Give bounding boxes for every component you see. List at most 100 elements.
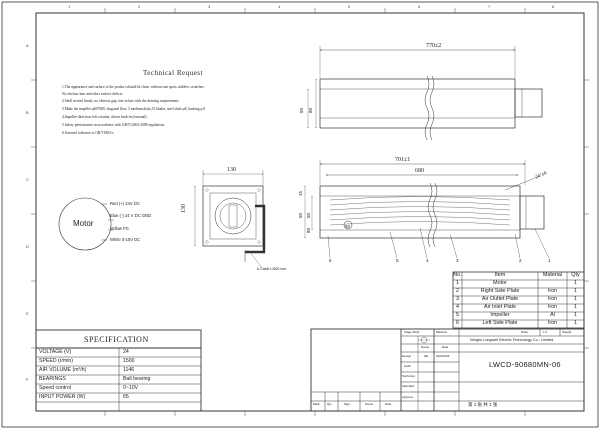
bom-row-qty: 1 xyxy=(574,296,577,302)
drawing-number: LWCD-90680MN-06 xyxy=(489,360,561,369)
bom-header-item: Item xyxy=(494,272,506,278)
balloon-6: 6 xyxy=(329,258,332,263)
technical-request-item: 4.Impeller direction: left rotation, sle… xyxy=(62,115,148,119)
grid-row-c: C xyxy=(26,177,29,182)
grid-col-3: 3 xyxy=(208,4,211,9)
grid-row-f: F xyxy=(26,377,29,382)
top-view-housing xyxy=(319,78,516,129)
spec-label: Speed control xyxy=(39,385,72,391)
balloon-3: 3 xyxy=(456,258,459,263)
leader-lines xyxy=(327,227,550,259)
balloon-1: 1 xyxy=(548,258,551,263)
end-view xyxy=(194,170,266,269)
spec-label: INPUT POWER (W) xyxy=(39,394,86,400)
company-name: Ningbo Longwell Electric Technology Co.,… xyxy=(470,338,554,342)
bom-row-qty: 1 xyxy=(574,280,577,286)
cable-label: 6 Cable L/500 mm xyxy=(257,267,287,271)
bom-row-qty: 1 xyxy=(574,288,577,294)
rev-header-name: Name xyxy=(365,402,374,406)
grid-ticks xyxy=(31,8,589,416)
standard-label: Standard xyxy=(402,384,415,388)
front-view-motor xyxy=(519,195,545,230)
front-view-overall-dim: 701±1 xyxy=(395,157,411,163)
motor-label: Motor xyxy=(73,219,94,228)
design-label: Design xyxy=(402,354,412,358)
balloon-2: 2 xyxy=(519,258,522,263)
front-view-side-dim: 80 xyxy=(306,227,311,233)
grid-row-a: A xyxy=(26,43,29,48)
material-label: Material xyxy=(436,330,447,334)
rev-header-mark: Mark xyxy=(313,402,320,406)
balloon-5: 5 xyxy=(396,258,399,263)
bom-row-no: 4 xyxy=(456,304,459,310)
top-view xyxy=(307,46,543,141)
impeller-blades xyxy=(329,196,511,226)
grid-col-7: 7 xyxy=(488,4,491,9)
top-view-side-dim: 50 xyxy=(299,107,304,113)
bom-row-material: Iron xyxy=(547,296,558,302)
bom-row-item: Air Outlet Plate xyxy=(481,296,519,302)
end-plate xyxy=(202,185,264,247)
spec-label: SPEED (r/min) xyxy=(39,358,74,364)
bom-header-no: No. xyxy=(453,272,462,278)
front-view-inner-dim: 680 xyxy=(415,168,424,174)
balloon-4: 4 xyxy=(426,258,429,263)
wire-yellow-label: Yellow FG xyxy=(110,226,129,231)
front-view-side-dim: 15 xyxy=(298,190,303,196)
bom-row-no: 6 xyxy=(456,320,459,326)
end-view-width-dim: 130 xyxy=(227,167,236,173)
technical-request-title: Technical Request xyxy=(143,69,203,77)
bom-row-material: Iron xyxy=(547,288,558,294)
rev-header-sign: Sign xyxy=(344,402,351,406)
rev-header-date: Date xyxy=(385,402,392,406)
wire-red-label: Red (+) 24V DC xyxy=(110,201,140,206)
end-view-height-dim: 130 xyxy=(181,204,187,213)
top-view-length-dim: 770±2 xyxy=(426,43,442,49)
stage-mark-label: Stage Mark xyxy=(404,330,420,334)
grid-col-6: 6 xyxy=(418,4,421,9)
top-view-break xyxy=(424,75,430,141)
technical-request-item: 3.Make the impeller φ60*680, diagonal fl… xyxy=(62,107,206,111)
inner-frame xyxy=(35,12,585,412)
spec-value: 1500 xyxy=(123,358,135,364)
technical-request-item: 2.Shell riveted firmly, no obvious gap, … xyxy=(62,99,180,103)
wire-blue-label: Blue (-) 24 V DC GND xyxy=(110,213,152,218)
spec-label: AIR VOLUME (m³/h) xyxy=(39,367,87,373)
grid-row-d: D xyxy=(26,244,29,249)
bom-row-no: 5 xyxy=(456,312,459,318)
front-view-side-dim: 50 xyxy=(298,212,303,218)
bom-row-qty: 1 xyxy=(574,320,577,326)
top-view-side-dim: 80 xyxy=(308,107,313,113)
spec-value: 65 xyxy=(123,394,129,400)
wire-white-label: White 0-10V DC xyxy=(110,237,141,242)
rev-header-qty: Qty xyxy=(327,402,332,406)
technical-request-item: 6.Unnoted tolerance is GB/T1804-c. xyxy=(62,131,115,135)
design-date: 20221025 xyxy=(436,354,450,358)
bom-header-qty: Qty xyxy=(571,272,580,278)
bom-row-item: Motor xyxy=(493,280,507,286)
spec-label: BEARINGS xyxy=(39,376,66,382)
grid-col-8: 8 xyxy=(552,4,555,9)
bom-row-item: Impeller xyxy=(490,312,510,318)
spec-table xyxy=(35,329,202,412)
grid-row-b: B xyxy=(26,110,29,115)
ratio-value: 1:2 xyxy=(543,330,548,334)
bom-row-no: 3 xyxy=(456,296,459,302)
motor-schematic xyxy=(58,197,114,251)
cable xyxy=(245,204,266,254)
front-view xyxy=(304,160,550,259)
top-view-motor xyxy=(514,88,543,118)
bom-row-qty: 1 xyxy=(574,312,577,318)
sheet-info: 第 1 张 共 1 张 xyxy=(468,402,498,407)
bom-row-item: Left Side Plate xyxy=(482,320,518,326)
spec-value: 1146 xyxy=(123,367,135,373)
bom-row-no: 2 xyxy=(456,288,459,294)
spec-value: 24 xyxy=(123,349,129,355)
name-header: Name xyxy=(421,345,430,349)
grid-col-5: 5 xyxy=(348,4,351,9)
bom-header-material: Material xyxy=(542,272,563,278)
date-header: Date xyxy=(442,345,449,349)
spec-value: 0~10V xyxy=(123,385,139,391)
